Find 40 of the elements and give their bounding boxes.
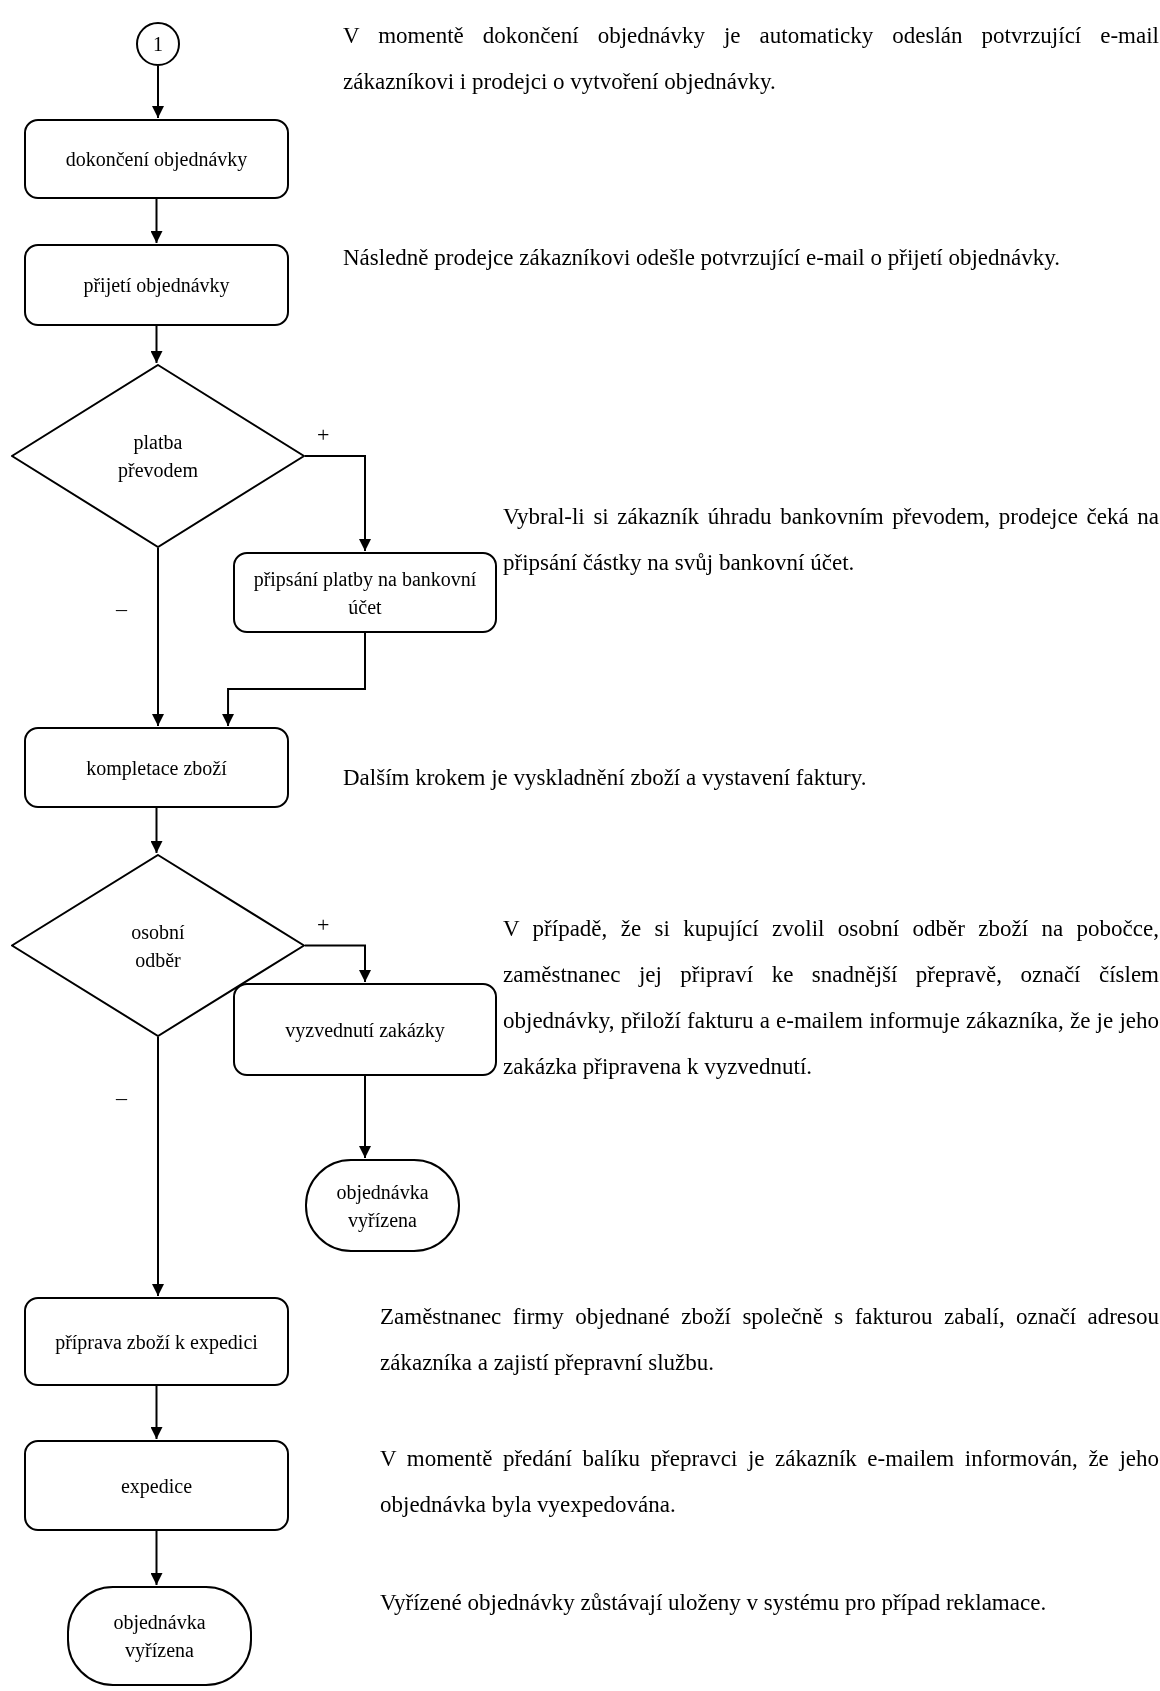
arrow: [304, 944, 371, 983]
arrow: [359, 1075, 371, 1159]
arrow: [150, 198, 163, 244]
arrow: [150, 1530, 163, 1586]
arrow: [150, 1385, 163, 1440]
description-text: Vybral-li si zákazník úhradu bankovním převodem, prodejce čeká na připsání částky na svůj bankovní účet.: [503, 503, 1159, 577]
description-text: Následně prodejce zákazníkovi odešle potvrzující e-mail o přijetí objednávky.: [343, 244, 1061, 272]
process-box: [24, 1440, 289, 1531]
arrow: [150, 325, 163, 364]
node-label: 1: [153, 32, 163, 57]
arrow: [152, 547, 164, 727]
node-label: příprava zboží k expedici: [54, 1329, 259, 1356]
arrow: [152, 65, 164, 119]
node-label: přijetí objednávky: [82, 273, 231, 299]
node-label: platba převodem: [117, 430, 199, 484]
node-label: objednávka vyřízena: [335, 1179, 430, 1234]
description-text: V momentě předání balíku přepravci je zákazník e-mailem informován, že jeho objednávka byla vyexpedována.: [380, 1445, 1159, 1519]
arrow: [152, 1036, 164, 1297]
process-box: [24, 119, 289, 199]
arrow: [150, 807, 163, 854]
process-box: [233, 552, 497, 633]
description-text: V případě, že si kupující zvolil osobní odběr zboží na pobočce, zaměstnanec jej připraví ke snadnější přepravě, označí číslem objednávky, přiloží fakturu a e-mailem informuje zákazníka, že je jeho zakázka připravena k vyzvednutí.: [503, 915, 1159, 1081]
description-text: Vyřízené objednávky zůstávají uloženy v systému pro případ reklamace.: [380, 1589, 1048, 1617]
node-label: objednávka vyřízena: [112, 1610, 207, 1664]
process-box: [24, 244, 289, 326]
node-label: expedice: [119, 1473, 194, 1500]
description-text: Dalším krokem je vyskladnění zboží a vystavení faktury.: [343, 764, 868, 792]
node-label: vyzvednutí zakázky: [284, 1017, 446, 1044]
node-label: dokončení objednávky: [64, 147, 249, 173]
node-label: připsání platby na bankovní účet: [252, 566, 478, 620]
process-box: [233, 983, 497, 1076]
description-text: Zaměstnanec firmy objednané zboží společně s fakturou zabalí, označí adresou zákazníka a zajistí přepravní službu.: [380, 1303, 1159, 1377]
decision-diamond: [11, 364, 305, 548]
node-label: kompletace zboží: [85, 755, 228, 782]
arrow: [304, 455, 371, 552]
process-box: [24, 727, 289, 808]
description-text: V momentě dokončení objednávky je automaticky odeslán potvrzující e-mail zákazníkovi i prodejci o vytvoření objednávky.: [343, 22, 1159, 96]
arrow: [222, 632, 366, 727]
node-label: osobní odběr: [130, 919, 186, 973]
process-box: [24, 1297, 289, 1386]
